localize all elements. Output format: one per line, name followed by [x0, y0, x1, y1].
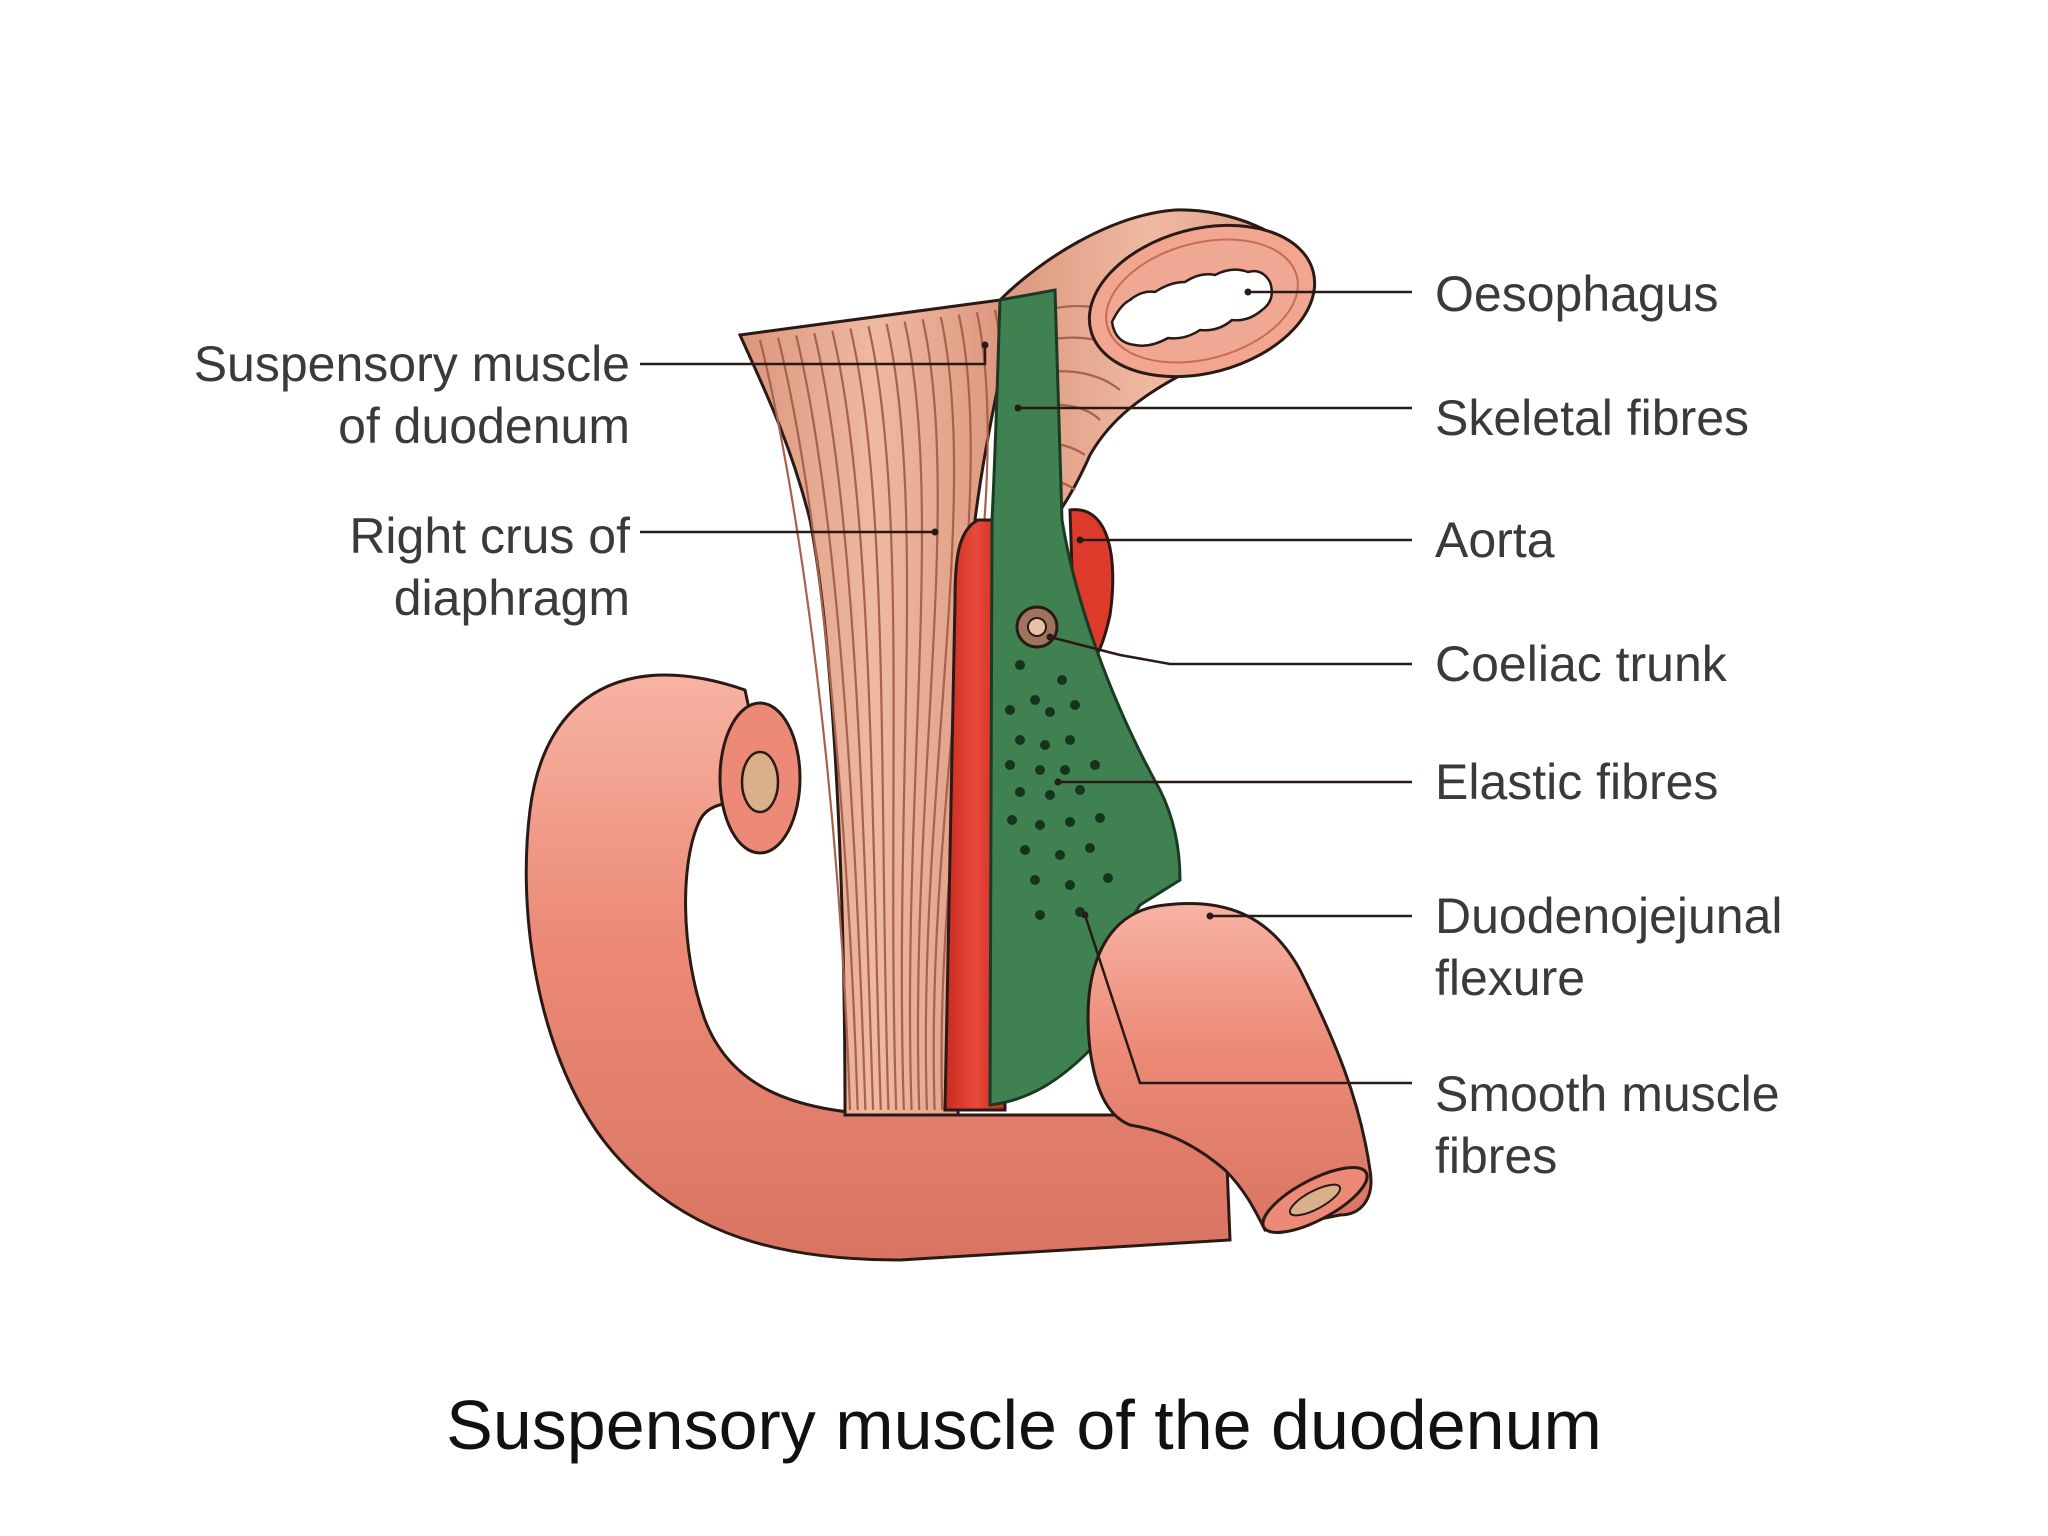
label-right-crus-line2: diaphragm: [393, 570, 630, 626]
elastic-fibre-dot: [1007, 815, 1017, 825]
elastic-fibre-dot: [1015, 735, 1025, 745]
elastic-fibre-dot: [1045, 790, 1055, 800]
label-dj-flexure-line2: flexure: [1435, 950, 1586, 1006]
figure-caption: Suspensory muscle of the duodenum: [446, 1386, 1602, 1464]
label-dj-flexure: Duodenojejunal flexure: [1435, 885, 1783, 1009]
crus-fibre: [885, 323, 909, 1111]
elastic-fibre-dot: [1030, 875, 1040, 885]
label-oesophagus-text: Oesophagus: [1435, 266, 1719, 322]
elastic-fibre-dot: [1095, 813, 1105, 823]
label-smooth-muscle-line1: Smooth muscle: [1435, 1066, 1780, 1122]
crus-fibre: [831, 330, 882, 1111]
label-coeliac-trunk: Coeliac trunk: [1435, 633, 1727, 695]
oesophagus: [993, 208, 1317, 563]
elastic-fibre-dots: [1005, 660, 1113, 920]
label-elastic-fibres: Elastic fibres: [1435, 751, 1718, 813]
elastic-fibre-dot: [1045, 707, 1055, 717]
crus-fibre: [758, 339, 852, 1111]
label-smooth-muscle-line2: fibres: [1435, 1128, 1558, 1184]
leader-lines: [640, 290, 1412, 1085]
elastic-fibre-dot: [1090, 760, 1100, 770]
label-elastic-fibres-text: Elastic fibres: [1435, 754, 1719, 810]
label-suspensory-muscle-line2: of duodenum: [338, 398, 630, 454]
label-skeletal-fibres: Skeletal fibres: [1435, 387, 1749, 449]
label-suspensory-muscle-line1: Suspensory muscle: [193, 336, 630, 392]
elastic-fibre-dot: [1030, 695, 1040, 705]
elastic-fibre-dot: [1057, 675, 1067, 685]
crus-fibre: [924, 316, 956, 1111]
elastic-fibre-dot: [1065, 735, 1075, 745]
label-aorta: Aorta: [1435, 509, 1555, 571]
label-right-crus: Right crus of diaphragm: [349, 505, 630, 629]
elastic-fibre-dot: [1075, 785, 1085, 795]
label-oesophagus: Oesophagus: [1435, 263, 1719, 325]
elastic-fibre-dot: [1040, 740, 1050, 750]
duodenum-loop: [524, 673, 1232, 1262]
oesophagus-lumen: [1110, 268, 1273, 347]
label-suspensory-muscle: Suspensory muscle of duodenum: [194, 333, 630, 457]
crus-fibre: [867, 325, 898, 1111]
elastic-fibre-dot: [1070, 700, 1080, 710]
elastic-fibre-dot: [1035, 765, 1045, 775]
crus-fibre: [777, 337, 859, 1111]
elastic-fibre-dot: [1035, 910, 1045, 920]
label-coeliac-trunk-text: Coeliac trunk: [1435, 636, 1727, 692]
elastic-fibre-dot: [1065, 817, 1075, 827]
label-skeletal-fibres-text: Skeletal fibres: [1435, 390, 1750, 446]
label-smooth-muscle: Smooth muscle fibres: [1435, 1063, 1780, 1187]
crus-fibre: [903, 321, 924, 1111]
elastic-fibre-dot: [1020, 845, 1030, 855]
elastic-fibre-dot: [1005, 705, 1015, 715]
coeliac-trunk: [1015, 605, 1059, 649]
elastic-fibre-dot: [1005, 760, 1015, 770]
label-aorta-text: Aorta: [1435, 512, 1555, 568]
leader-points: [931, 288, 1252, 920]
duodenum-lumen: [740, 750, 780, 814]
elastic-fibre-dot: [1060, 765, 1070, 775]
elastic-fibre-dot: [1035, 820, 1045, 830]
crus-fibre: [849, 328, 890, 1111]
elastic-fibre-dot: [1085, 843, 1095, 853]
elastic-fibre-dot: [1055, 850, 1065, 860]
elastic-fibre-dot: [1103, 873, 1113, 883]
crus-fibre: [916, 318, 939, 1111]
elastic-fibre-dot: [1015, 787, 1025, 797]
elastic-fibre-dot: [1015, 660, 1025, 670]
elastic-fibre-dot: [1065, 880, 1075, 890]
duodenojejunal-flexure: [1086, 902, 1373, 1234]
label-dj-flexure-line1: Duodenojejunal: [1435, 888, 1783, 944]
label-right-crus-line1: Right crus of: [349, 508, 630, 564]
crus-fibre: [813, 332, 875, 1111]
crus-fibre: [795, 335, 867, 1111]
